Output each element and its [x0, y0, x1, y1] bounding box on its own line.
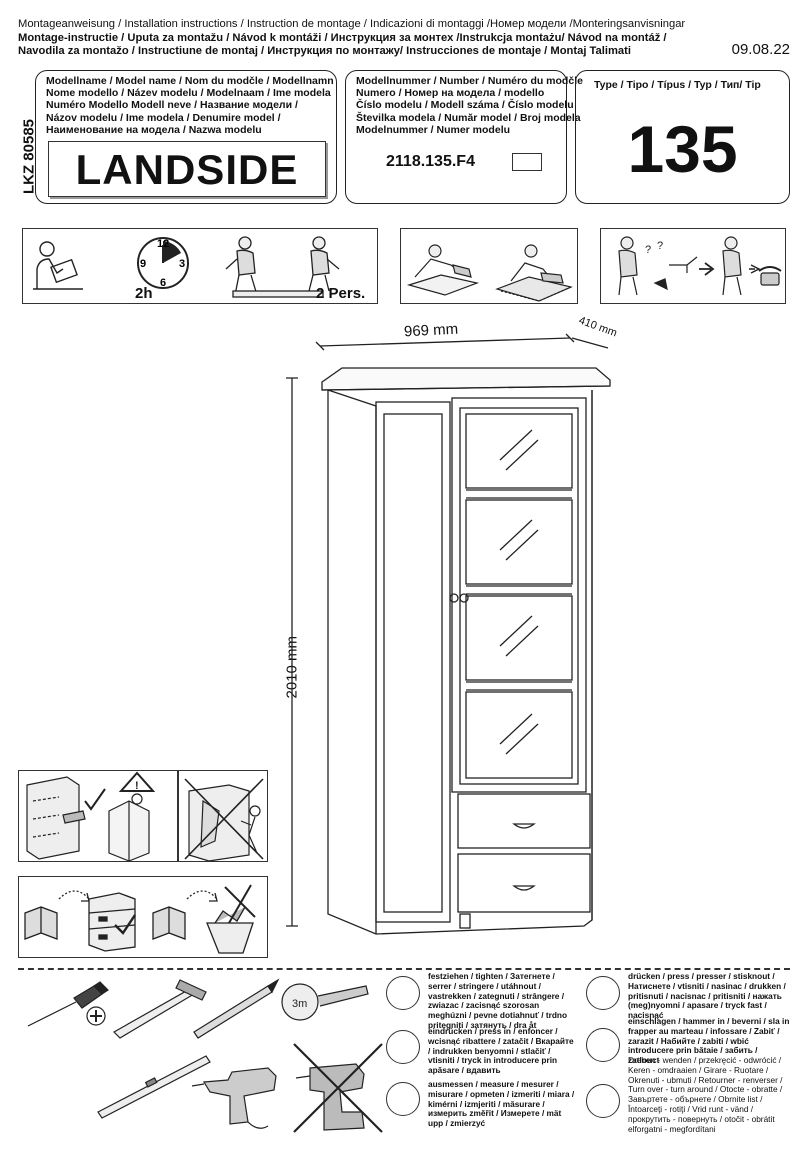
clock-6: 6	[160, 277, 166, 289]
info-panel-time-persons: 12 3 6 9 2h 2 Pers.	[22, 228, 378, 304]
recycle-panel	[18, 876, 268, 958]
type-label: Type / Tipo / Típus / Typ / Тип/ Tip	[594, 79, 761, 91]
model-name-label-line: Наименование на модела / Nazwa modelu	[46, 123, 262, 136]
header-line-3: Navodila za montažo / Instructiune de mo…	[18, 45, 631, 57]
cabinet-drawing	[286, 333, 611, 935]
type-box: Type / Tipo / Típus / Typ / Тип/ Tip 135	[575, 70, 790, 204]
info-illustrations: 12 3 6 9	[33, 236, 340, 298]
two-persons-icon	[225, 236, 340, 298]
svg-text:!: !	[135, 780, 139, 792]
legend-turn-over: Drehen - wenden / przekręcić - odwrócić …	[628, 1055, 790, 1134]
legend-turn-over-text: Drehen - wenden / przekręcić - odwrócić …	[628, 1055, 783, 1134]
work-on-carpet-icon	[406, 244, 573, 302]
legend-press-in: eindrücken / press in / enfoncer / wcisn…	[428, 1026, 574, 1076]
svg-text:?: ?	[657, 240, 663, 252]
tools-illustration: 3m	[27, 978, 383, 1133]
wall-fix-panel: !	[18, 770, 178, 862]
model-number-empty-box	[512, 153, 542, 171]
model-number-label-line: Modelnummer / Numer modelu	[356, 123, 511, 136]
press-in-icon	[386, 1030, 420, 1064]
model-name-frame: LANDSIDE	[48, 141, 326, 197]
tape-measure-icon: 3m	[281, 983, 369, 1021]
spirit-level-icon	[97, 1055, 211, 1119]
cordless-drill-crossed-icon	[293, 1043, 383, 1133]
document-date: 09.08.22	[731, 41, 790, 58]
model-name-label: Modellname / Model name / Nom du modčle …	[36, 71, 336, 136]
model-name-label-line: Modellname / Model name / Nom du modčle …	[46, 75, 334, 87]
model-name-label-line: Názov modelu / Ime modela / Denumire mod…	[46, 111, 281, 124]
recycle-icons	[24, 884, 256, 954]
width-dimension-line	[319, 337, 571, 347]
model-name-label-line: Nome modello / Název modelu / Modelnaam …	[46, 87, 331, 100]
header-line-2: Montage-instructie / Uputa za montažu / …	[18, 31, 667, 44]
legend-hammer-in: einschlagen / hammer in / beverni / sla …	[628, 1016, 790, 1066]
wall-fix-icon: !	[26, 771, 156, 862]
pencil-icon	[193, 978, 280, 1039]
header-line-1: Montageanweisung / Installation instruct…	[18, 18, 686, 30]
hammer-in-icon	[586, 1028, 620, 1062]
persons-required: 2 Pers.	[316, 285, 366, 302]
model-name-value: LANDSIDE	[75, 146, 299, 193]
info-panel-help: ? ?	[600, 228, 786, 304]
help-call-icon: ? ?	[618, 236, 782, 296]
tape-label: 3m	[292, 998, 307, 1010]
hammer-icon	[113, 979, 207, 1039]
legend-measure: ausmessen / measure / mesurer / misurare…	[428, 1079, 575, 1129]
no-tipping-panel	[178, 770, 268, 862]
clock-12: 12	[157, 238, 169, 250]
model-name-label-line: Numéro Modello Modell neve / Название мо…	[46, 99, 298, 112]
svg-text:?: ?	[645, 244, 651, 256]
model-number-label-line: Číslo modelu / Modell száma / Číslo mode…	[356, 99, 574, 112]
legend-tighten: festziehen / tighten / Затегнете / serre…	[428, 971, 568, 1030]
screwdriver-icon	[27, 981, 109, 1027]
tighten-icon	[386, 976, 420, 1010]
tools-separator	[18, 968, 790, 970]
assembly-time: 2h	[135, 285, 153, 302]
press-hand-icon	[586, 976, 620, 1010]
model-number-label: Modellnummer / Number / Numéro du modčle…	[346, 71, 583, 136]
turn-over-icon	[586, 1084, 620, 1118]
drill-icon	[191, 1067, 277, 1129]
legend-press: drücken / press / presser / stisknout / …	[628, 971, 786, 1021]
depth-dimension-line	[571, 337, 609, 349]
clock-3: 3	[179, 258, 185, 270]
model-number-label-line: Številka modela / Număr model / Broj mod…	[356, 111, 581, 124]
header-titles: Montageanweisung / Installation instruct…	[18, 18, 790, 59]
model-number-value: 2118.135.F4	[386, 153, 475, 170]
model-number-label-line: Modellnummer / Number / Numéro du modčle	[356, 75, 583, 87]
clock-icon: 12 3 6 9	[137, 237, 189, 289]
measure-icon	[386, 1082, 420, 1116]
model-name-box: Modellname / Model name / Nom du modčle …	[35, 70, 337, 204]
info-panel-carpet	[400, 228, 578, 304]
type-value: 135	[627, 112, 738, 186]
clock-9: 9	[140, 258, 146, 270]
reading-person-icon	[33, 241, 83, 290]
no-tipping-icon	[184, 778, 264, 862]
model-number-box: Modellnummer / Number / Numéro du modčle…	[345, 70, 583, 204]
model-number-label-line: Numero / Номер на модела / modello	[356, 87, 545, 100]
